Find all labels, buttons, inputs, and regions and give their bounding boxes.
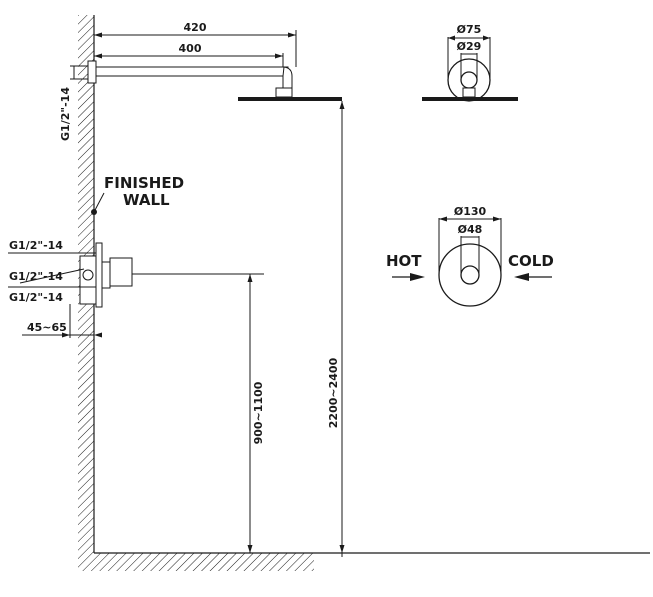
dimension-2200-2400: 2200~2400 (327, 101, 345, 557)
valve-thread-label-3: G1/2"-14 (9, 291, 63, 304)
arrow (339, 101, 345, 109)
valve-thread-callouts: G1/2"-14 G1/2"-14 G1/2"-14 (8, 239, 96, 304)
arrow (493, 216, 501, 222)
valve-front-view (438, 243, 502, 307)
dimension-inlet-thread: G1/2"-14 (59, 65, 88, 141)
hot-arrow-head (410, 273, 425, 281)
floor (78, 552, 650, 571)
head-connector (275, 87, 293, 98)
arrow (247, 274, 253, 282)
dim-text-900-1100: 900~1100 (252, 381, 265, 444)
arrow (247, 545, 253, 553)
valve-knob-front (460, 265, 480, 285)
valve-handle (109, 257, 133, 287)
dim-text-valve-plate: Ø130 (454, 205, 487, 218)
dimension-400: 400 (94, 42, 284, 67)
finished-wall-callout: FINISHED WALL (91, 174, 184, 215)
arrow (439, 216, 447, 222)
shower-head (238, 97, 342, 101)
rosette-stem (462, 87, 476, 98)
dim-text-valve-knob: Ø48 (458, 223, 483, 236)
valve-plate (95, 242, 103, 308)
hot-indicator: HOT (386, 252, 425, 281)
shower-arm (87, 60, 342, 101)
valve-thread-label-2: G1/2"-14 (9, 270, 63, 283)
dim-text-rosette-outer: Ø75 (457, 23, 482, 36)
floor-hatch (78, 553, 314, 571)
arrow (62, 332, 70, 338)
dim-text-400: 400 (179, 42, 202, 55)
shower-head-front-view (422, 58, 518, 102)
arm-elbow (282, 66, 293, 89)
rosette-inner (460, 71, 478, 89)
arrow (94, 32, 102, 38)
dim-text-2200-2400: 2200~2400 (327, 357, 340, 428)
arrow (275, 53, 283, 59)
dim-text-45-65: 45~65 (27, 321, 67, 334)
dim-text-rosette-inner: Ø29 (457, 40, 482, 53)
cold-indicator: COLD (508, 252, 554, 281)
callout-leader (93, 192, 105, 213)
arrow (288, 32, 296, 38)
dimension-45-65: 45~65 (22, 304, 102, 338)
arrow (94, 332, 102, 338)
dimension-rosette: Ø75 Ø29 (447, 23, 491, 80)
arrow (483, 35, 490, 41)
dimension-420: 420 (94, 21, 297, 67)
arrow (94, 53, 102, 59)
valve-side-view (79, 242, 133, 308)
valve-neck (101, 261, 111, 289)
wall-flange (87, 60, 97, 84)
dimension-900-1100: 900~1100 (132, 273, 265, 553)
finished-wall-label-line2: WALL (123, 191, 170, 209)
dim-text-420: 420 (184, 21, 207, 34)
arrow (448, 35, 455, 41)
valve-port (82, 269, 94, 281)
arm-pipe (95, 66, 289, 77)
shower-head-front (422, 97, 518, 101)
cold-arrow-head (514, 273, 529, 281)
leader-line (19, 268, 85, 284)
dim-text-inlet-thread: G1/2"-14 (59, 87, 72, 141)
valve-thread-label-1: G1/2"-14 (9, 239, 63, 252)
cold-label: COLD (508, 252, 554, 270)
dimension-valve-plate: Ø130 Ø48 (438, 205, 502, 275)
arrow (339, 545, 345, 553)
finished-wall-label-line1: FINISHED (104, 174, 184, 192)
hot-label: HOT (386, 252, 422, 270)
